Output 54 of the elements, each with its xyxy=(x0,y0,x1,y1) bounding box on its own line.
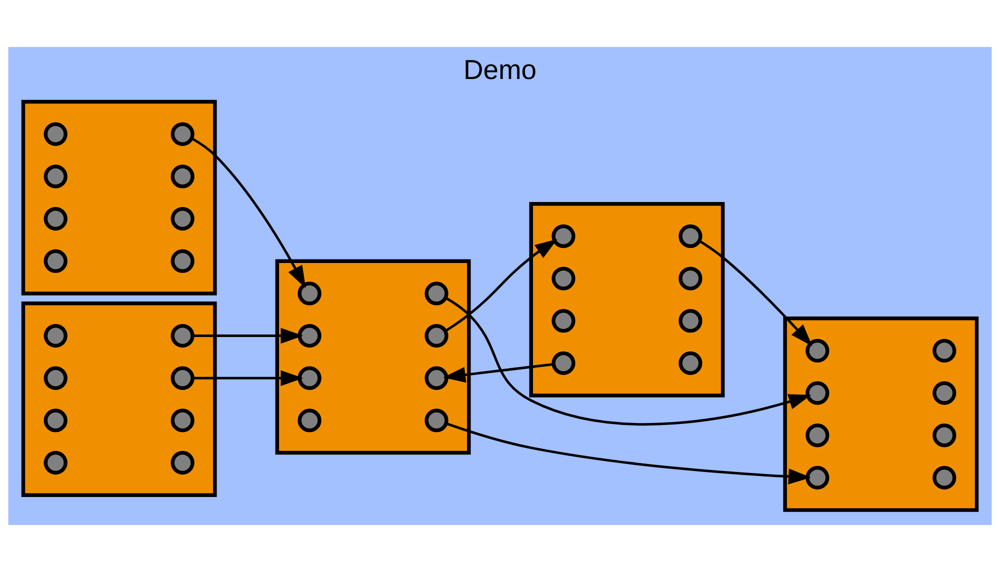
diagram-title: Demo xyxy=(463,53,537,84)
node-circle xyxy=(44,122,68,146)
arrow xyxy=(192,370,304,386)
node-circle xyxy=(44,164,68,188)
node-circle xyxy=(932,465,956,490)
arrow xyxy=(442,362,554,382)
arrow xyxy=(192,327,304,344)
node-circle xyxy=(44,408,68,432)
node-circle xyxy=(298,323,322,348)
arrow xyxy=(192,137,306,288)
node-circle xyxy=(44,248,68,272)
node-circle xyxy=(44,450,68,474)
cluster xyxy=(529,201,725,397)
cluster xyxy=(783,316,979,512)
node-circle xyxy=(552,350,576,374)
node-circle xyxy=(170,323,194,348)
node-circle xyxy=(552,266,576,290)
node-circle xyxy=(170,122,194,146)
node-circle xyxy=(298,366,322,390)
node-circle xyxy=(170,450,194,474)
node-circle xyxy=(44,323,68,348)
node-circle xyxy=(678,350,702,374)
node-circle xyxy=(44,366,68,390)
node-circle xyxy=(424,408,448,432)
cluster xyxy=(21,301,217,496)
node-circle xyxy=(678,266,702,290)
node-circle xyxy=(932,380,956,404)
node-circle xyxy=(170,164,194,188)
node-circle xyxy=(678,308,702,332)
node-circle xyxy=(806,338,830,362)
arrow xyxy=(445,296,812,426)
node-circle xyxy=(932,338,956,362)
arrow xyxy=(444,238,558,332)
node-circle xyxy=(424,323,448,348)
node-circle xyxy=(424,366,448,390)
cluster xyxy=(275,258,471,454)
arrow xyxy=(699,239,812,346)
node-circle xyxy=(678,224,702,248)
node-circle xyxy=(932,423,956,447)
cluster xyxy=(21,99,217,295)
node-circle xyxy=(298,408,322,432)
node-circle xyxy=(806,380,830,404)
node-circle xyxy=(298,281,322,305)
node-circle xyxy=(170,366,194,390)
node-circle xyxy=(552,308,576,332)
node-circle xyxy=(44,206,68,230)
node-circle xyxy=(806,423,830,447)
node-circle xyxy=(170,206,194,230)
node-circle xyxy=(552,224,576,248)
node-circle xyxy=(806,465,830,490)
node-circle xyxy=(170,408,194,432)
node-circle xyxy=(424,281,448,305)
arrow xyxy=(446,422,811,484)
node-circle xyxy=(170,248,194,272)
